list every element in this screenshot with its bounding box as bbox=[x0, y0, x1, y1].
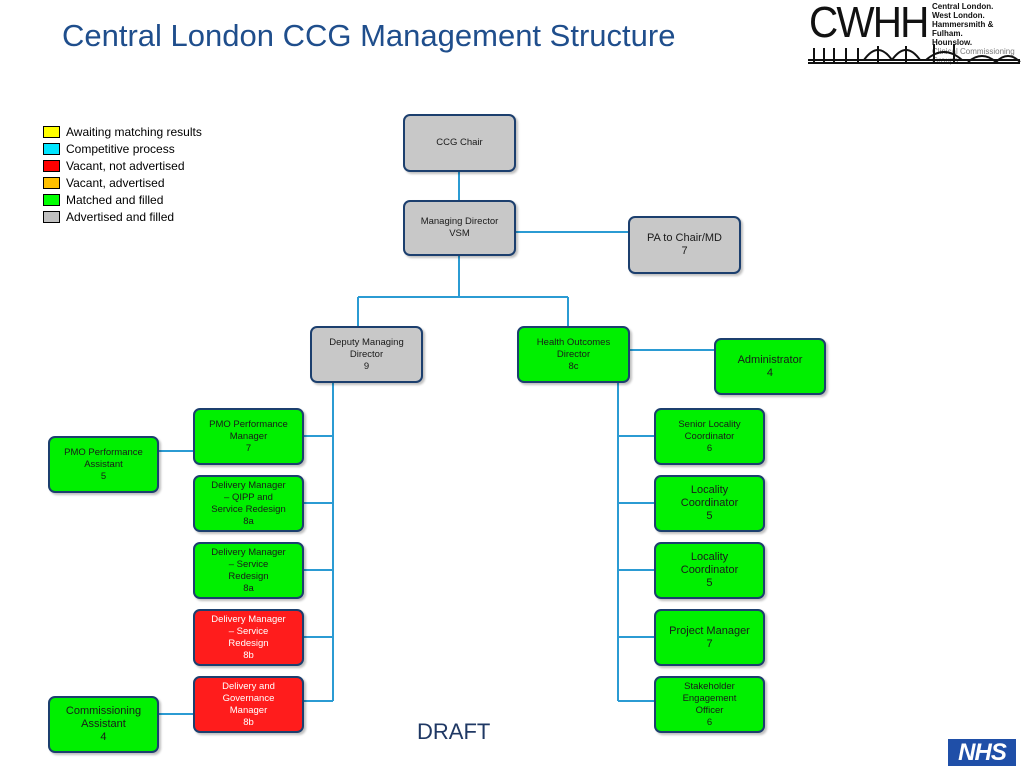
node-label: Delivery Manager – Service Redesign 8a bbox=[211, 546, 286, 594]
legend-label: Awaiting matching results bbox=[66, 124, 202, 139]
node-label: Health Outcomes Director 8c bbox=[536, 336, 611, 372]
node-label: Deputy Managing Director 9 bbox=[329, 336, 404, 372]
node-pa-chair-md[interactable]: PA to Chair/MD 7 bbox=[628, 216, 741, 274]
legend-item: Vacant, advertised bbox=[43, 174, 202, 191]
logo-line-1: Central London. bbox=[932, 2, 994, 11]
node-label: Stakeholder Engagement Officer 6 bbox=[682, 680, 737, 728]
node-label: Delivery Manager – Service Redesign 8b bbox=[211, 613, 286, 661]
node-commissioning-assistant[interactable]: Commissioning Assistant 4 bbox=[48, 696, 159, 753]
legend-label: Competitive process bbox=[66, 141, 175, 156]
legend-swatch bbox=[43, 193, 60, 206]
node-label: Administrator 4 bbox=[737, 353, 803, 379]
legend-swatch bbox=[43, 159, 60, 172]
legend-label: Matched and filled bbox=[66, 192, 164, 207]
node-delivery-manager-qipp[interactable]: Delivery Manager – QIPP and Service Rede… bbox=[193, 475, 304, 532]
node-label: Locality Coordinator 5 bbox=[680, 484, 739, 522]
node-label: Project Manager 7 bbox=[669, 624, 750, 650]
node-label: PA to Chair/MD 7 bbox=[647, 232, 722, 257]
node-label: PMO Performance Assistant 5 bbox=[64, 446, 143, 482]
node-label: Commissioning Assistant 4 bbox=[65, 705, 142, 743]
node-label: Delivery Manager – QIPP and Service Rede… bbox=[211, 479, 286, 527]
node-pmo-performance-assistant[interactable]: PMO Performance Assistant 5 bbox=[48, 436, 159, 493]
node-pmo-performance-manager[interactable]: PMO Performance Manager 7 bbox=[193, 408, 304, 465]
node-ccg-chair[interactable]: CCG Chair bbox=[403, 114, 516, 172]
draft-label: DRAFT bbox=[417, 719, 491, 744]
node-health-outcomes-director[interactable]: Health Outcomes Director 8c bbox=[517, 326, 630, 383]
legend-item: Matched and filled bbox=[43, 191, 202, 208]
node-delivery-manager-service-redesign-8b[interactable]: Delivery Manager – Service Redesign 8b bbox=[193, 609, 304, 666]
node-deputy-managing-director[interactable]: Deputy Managing Director 9 bbox=[310, 326, 423, 383]
node-label: CCG Chair bbox=[436, 137, 483, 148]
legend-swatch bbox=[43, 125, 60, 138]
logo-main-text: CWHH bbox=[809, 0, 929, 47]
legend-item: Vacant, not advertised bbox=[43, 157, 202, 174]
legend-swatch bbox=[43, 142, 60, 155]
node-senior-locality-coordinator[interactable]: Senior Locality Coordinator 6 bbox=[654, 408, 765, 465]
legend-label: Advertised and filled bbox=[66, 209, 175, 224]
node-locality-coordinator-1[interactable]: Locality Coordinator 5 bbox=[654, 475, 765, 532]
legend: Awaiting matching results Competitive pr… bbox=[43, 123, 202, 225]
nhs-logo: NHS bbox=[948, 739, 1016, 766]
node-administrator[interactable]: Administrator 4 bbox=[714, 338, 826, 395]
legend-item: Advertised and filled bbox=[43, 208, 202, 225]
legend-label: Vacant, advertised bbox=[66, 175, 165, 190]
node-delivery-manager-service-redesign-8a[interactable]: Delivery Manager – Service Redesign 8a bbox=[193, 542, 304, 599]
legend-label: Vacant, not advertised bbox=[66, 158, 185, 173]
node-locality-coordinator-2[interactable]: Locality Coordinator 5 bbox=[654, 542, 765, 599]
logo-line-3: Hammersmith & Fulham. bbox=[932, 20, 994, 38]
legend-item: Competitive process bbox=[43, 140, 202, 157]
node-project-manager[interactable]: Project Manager 7 bbox=[654, 609, 765, 666]
node-managing-director[interactable]: Managing Director VSM bbox=[403, 200, 516, 256]
node-label: Managing Director VSM bbox=[420, 216, 499, 239]
node-delivery-governance-manager[interactable]: Delivery and Governance Manager 8b bbox=[193, 676, 304, 733]
node-stakeholder-engagement-officer[interactable]: Stakeholder Engagement Officer 6 bbox=[654, 676, 765, 733]
legend-item: Awaiting matching results bbox=[43, 123, 202, 140]
node-label: PMO Performance Manager 7 bbox=[209, 418, 288, 454]
page-title: Central London CCG Management Structure bbox=[62, 18, 676, 53]
node-label: Delivery and Governance Manager 8b bbox=[222, 680, 275, 728]
logo-line-2: West London. bbox=[932, 11, 985, 20]
node-label: Senior Locality Coordinator 6 bbox=[678, 418, 741, 454]
node-label: Locality Coordinator 5 bbox=[680, 551, 739, 589]
legend-swatch bbox=[43, 176, 60, 189]
legend-swatch bbox=[43, 210, 60, 223]
bridges-icon bbox=[808, 44, 1021, 64]
cwhh-logo: CWHH Central London. West London. Hammer… bbox=[806, 0, 1024, 70]
logo-line-4: Hounslow. bbox=[932, 38, 973, 47]
